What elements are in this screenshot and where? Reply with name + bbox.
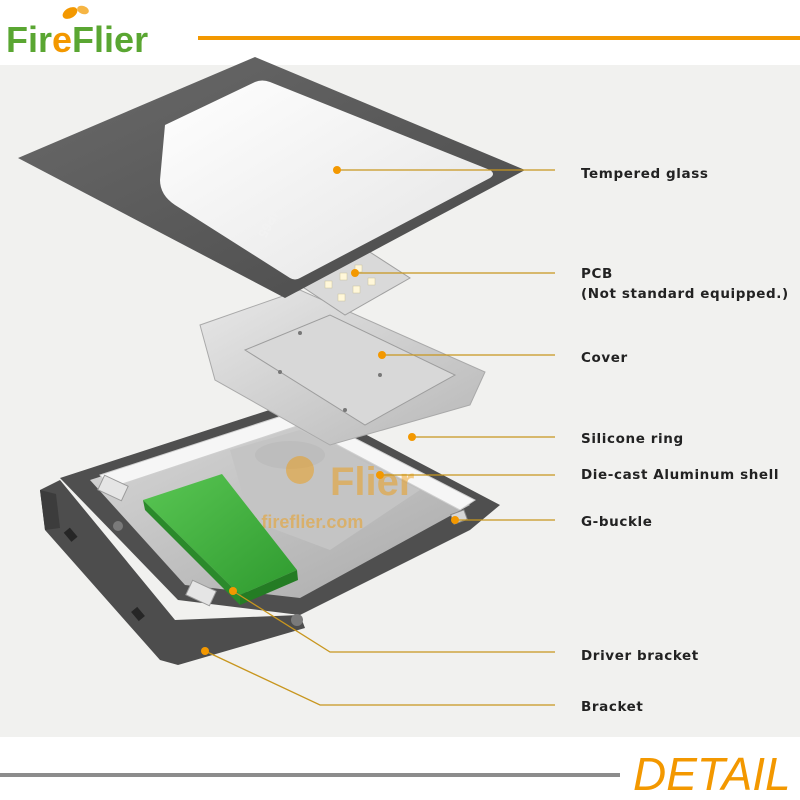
leader-line (204, 650, 555, 706)
callout-2: PCB (Not standard equipped.) (351, 266, 789, 302)
driver-box (143, 474, 298, 605)
callout-dot (376, 471, 384, 479)
callout-dot (378, 351, 386, 359)
callout-label: Driver bracket (581, 648, 699, 664)
callout-1: Tempered glass (333, 166, 709, 182)
bracket-part (40, 480, 305, 665)
callout-dot (451, 516, 459, 524)
callout-8: Bracket (201, 647, 644, 715)
watermark-brand: Flier (330, 460, 414, 504)
callout-label: Bracket (581, 699, 644, 715)
footer-title: DETAIL (633, 748, 791, 800)
callout-4: Silicone ring (408, 431, 684, 447)
callout-6: G-buckle (451, 514, 653, 530)
callout-label: G-buckle (581, 514, 653, 530)
callout-dot (408, 433, 416, 441)
driver-bracket-part (97, 474, 303, 626)
tempered-glass-part: IP65 (18, 57, 525, 298)
logo-part-2: e (52, 19, 72, 60)
leader-line (232, 590, 555, 653)
callout-dot (351, 269, 359, 277)
callout-dot (333, 166, 341, 174)
callout-label: Silicone ring (581, 431, 684, 447)
callout-7: Driver bracket (229, 587, 699, 664)
callout-3: Cover (378, 350, 628, 366)
callout-dot (201, 647, 209, 655)
callout-label-secondary: (Not standard equipped.) (581, 286, 789, 302)
logo-part-3: Flier (72, 19, 148, 60)
callout-label: Tempered glass (581, 166, 709, 182)
callout-label: Die-cast Aluminum shell (581, 467, 779, 483)
brand-logo: FireFlier (6, 5, 148, 60)
callout-dot (229, 587, 237, 595)
callout-label: PCB (581, 266, 613, 282)
logo-part-1: Fir (6, 19, 52, 60)
svg-text:FireFlier: FireFlier (6, 19, 148, 60)
callout-5: Die-cast Aluminum shell (376, 467, 779, 483)
bee-icon (62, 5, 89, 19)
callout-label: Cover (581, 350, 628, 366)
